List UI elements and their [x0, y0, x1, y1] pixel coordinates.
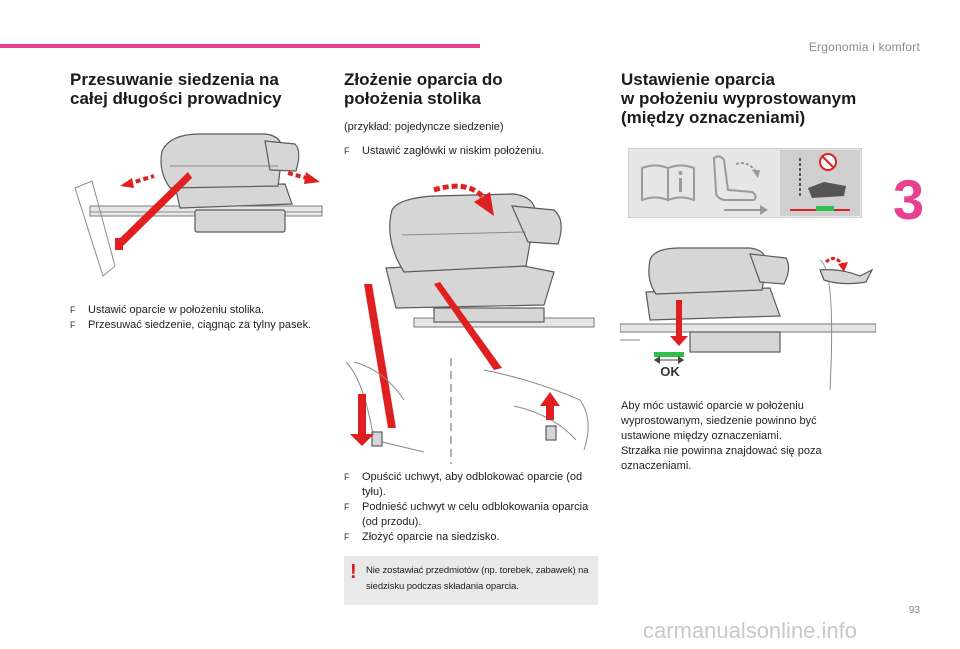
seat-belt-warning-icon — [790, 153, 850, 211]
handle-arrow — [824, 257, 848, 272]
ok-label: OK — [660, 364, 680, 379]
warning-text: Nie zostawiać przedmiotów (np. torebek, … — [366, 565, 589, 592]
seat-recline-icon — [712, 155, 768, 215]
headrest — [749, 253, 790, 285]
fold-direction-arrow — [433, 183, 494, 216]
folded-backrest — [648, 247, 767, 295]
pictogram-panel — [628, 148, 862, 218]
release-arrow-front — [364, 284, 396, 428]
seat-slide-illustration — [74, 133, 323, 277]
push-down-arrow — [350, 394, 374, 446]
slide-direction-arrows — [120, 171, 320, 188]
section-title: Ustawienie oparcia w położeniu wyprostow… — [621, 70, 857, 127]
ok-marker-bar — [654, 352, 684, 357]
backrest — [389, 193, 536, 273]
seat-base — [194, 209, 286, 233]
warning-exclamation-icon: ! — [350, 561, 357, 583]
section-title: Przesuwanie siedzenia na całej długości … — [70, 70, 282, 108]
backrest-fold-illustration — [345, 183, 595, 464]
seat-position-illustration — [620, 247, 876, 390]
lever-rear — [371, 431, 383, 447]
position-arrow — [670, 300, 688, 346]
pull-arrow — [116, 172, 192, 247]
section-title: Złożenie oparcia do położenia stolika — [344, 70, 503, 108]
chapter-title: Ergonomia i komfort — [808, 40, 920, 54]
col3-paragraph: Aby móc ustawić oparcie w położeniu wypr… — [621, 400, 822, 472]
col1-heading: Przesuwanie siedzenia na całej długości … — [70, 70, 320, 108]
book-info-icon — [641, 164, 695, 202]
chapter-number: 3 — [893, 168, 925, 231]
headrest — [264, 140, 300, 172]
page-number: 93 — [908, 605, 920, 616]
headrest — [511, 205, 562, 245]
col3-heading: Ustawienie oparcia w położeniu wyprostow… — [621, 70, 881, 127]
warning-box — [344, 556, 598, 605]
lever-front — [545, 425, 557, 441]
watermark: carmanualsonline.info — [642, 618, 858, 643]
pull-up-arrow — [540, 392, 560, 420]
chapter-color-bar — [0, 44, 480, 48]
folded-backrest — [160, 133, 283, 189]
release-arrow-rear — [434, 282, 502, 370]
col2-heading: Złożenie oparcia do położenia stolika — [344, 70, 599, 108]
example-note: (przykład: pojedyncze siedzenie) — [344, 121, 504, 133]
release-handle — [819, 268, 874, 285]
